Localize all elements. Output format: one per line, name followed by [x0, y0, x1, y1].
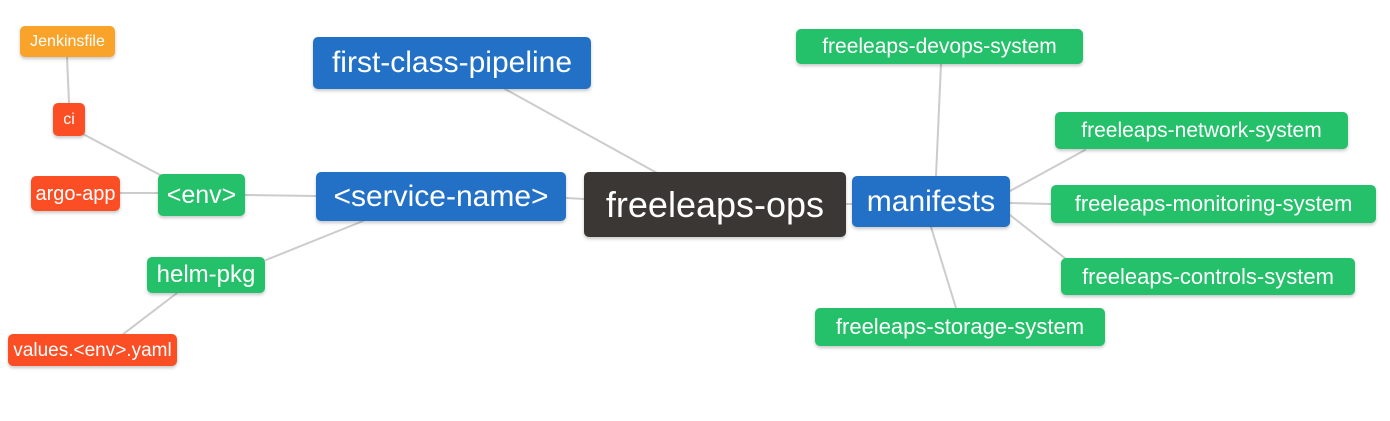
node-env[interactable]: <env>: [158, 174, 245, 216]
node-service-name[interactable]: <service-name>: [316, 172, 566, 221]
edge-manifests-network: [1009, 149, 1086, 192]
node-first-class-pipeline[interactable]: first-class-pipeline: [313, 37, 591, 89]
node-ci[interactable]: ci: [53, 103, 85, 136]
edge-env-service-name: [244, 194, 317, 197]
edge-first-class-pipeline-ops: [504, 88, 658, 174]
edge-jenkinsfile-ci: [66, 56, 70, 104]
edge-manifests-controls: [1009, 214, 1067, 260]
node-argo-app[interactable]: argo-app: [31, 176, 120, 211]
node-manifests[interactable]: manifests: [852, 176, 1010, 227]
node-freeleaps-network-system[interactable]: freeleaps-network-system: [1055, 112, 1348, 149]
edge-ci-env: [82, 133, 163, 177]
edge-manifests-devops: [935, 63, 942, 177]
edge-service-name-helm-pkg: [265, 220, 364, 261]
node-jenkinsfile[interactable]: Jenkinsfile: [20, 26, 115, 57]
node-helm-pkg[interactable]: helm-pkg: [147, 257, 265, 293]
node-freeleaps-ops[interactable]: freeleaps-ops: [584, 172, 846, 237]
edge-manifests-monitoring: [1009, 202, 1052, 205]
node-freeleaps-devops-system[interactable]: freeleaps-devops-system: [796, 29, 1083, 64]
node-freeleaps-storage-system[interactable]: freeleaps-storage-system: [815, 308, 1105, 346]
edge-service-name-ops: [565, 197, 586, 200]
node-freeleaps-controls-system[interactable]: freeleaps-controls-system: [1061, 258, 1355, 295]
edge-manifests-storage: [930, 226, 957, 309]
node-values-env-yaml[interactable]: values.<env>.yaml: [8, 334, 177, 366]
edge-helm-pkg-values: [121, 292, 178, 336]
node-freeleaps-monitoring-system[interactable]: freeleaps-monitoring-system: [1051, 185, 1376, 223]
